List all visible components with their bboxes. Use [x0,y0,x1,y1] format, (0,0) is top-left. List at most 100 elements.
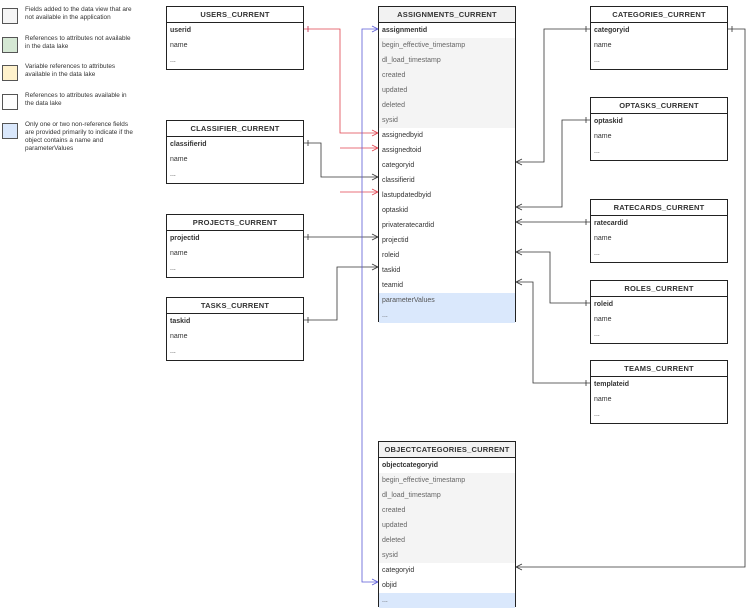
field-row: parameterValues [379,293,515,308]
entity-users[interactable]: USERS_CURRENT userid name ... [166,6,304,70]
legend-item-variable-refs: Variable references to attributes availa… [2,63,162,93]
field-row: ... [379,308,515,323]
legend-swatch-gray [2,8,18,24]
field-row: created [379,68,515,83]
field-row: userid [170,27,192,34]
entity-ratecards[interactable]: RATECARDS_CURRENT ratecardid name ... [590,199,728,263]
legend-swatch-blue [2,123,18,139]
field-row: projectid [170,235,200,242]
field-row: sysid [379,113,515,128]
field-row: deleted [379,98,515,113]
link-assignedby-users [304,28,378,134]
field-row: projectid [382,237,409,244]
field-row: taskid [170,318,191,325]
entity-title: TASKS_CURRENT [167,298,303,314]
field-row: ratecardid [594,220,628,227]
field-row: name [170,156,188,163]
entity-title: PROJECTS_CURRENT [167,215,303,231]
link-roles [516,251,590,304]
field-row: name [170,250,188,257]
field-row: name [594,396,612,403]
field-row: objectcategoryid [382,462,439,469]
entity-categories[interactable]: CATEGORIES_CURRENT categoryid name ... [590,6,728,70]
field-row: dl_load_timestamp [379,53,515,68]
link-classifier [304,142,378,178]
field-row: created [379,503,515,518]
entity-title: OPTASKS_CURRENT [591,98,727,114]
entity-title: ASSIGNMENTS_CURRENT [379,7,515,23]
field-row: deleted [379,533,515,548]
entity-projects[interactable]: PROJECTS_CURRENT projectid name ... [166,214,304,278]
field-row: roleid [594,301,614,308]
field-row: categoryid [594,27,630,34]
field-row: updated [379,83,515,98]
entity-classifier[interactable]: CLASSIFIER_CURRENT classifierid name ... [166,120,304,184]
legend-item-non-reference: Only one or two non-reference fields are… [2,121,162,161]
field-row: objid [382,582,397,589]
legend-item-lake-refs: References to attributes available in th… [2,92,162,122]
entity-objectcategories[interactable]: OBJECTCATEGORIES_CURRENT objectcategoryi… [378,441,516,608]
field-row: roleid [382,252,400,259]
entity-title: CLASSIFIER_CURRENT [167,121,303,137]
field-row: begin_effective_timestamp [379,473,515,488]
field-row: ... [170,348,176,355]
field-row: classifierid [382,177,415,184]
field-row: updated [379,518,515,533]
entity-roles[interactable]: ROLES_CURRENT roleid name ... [590,280,728,344]
field-row: ... [170,57,176,64]
entity-title: ROLES_CURRENT [591,281,727,297]
field-row: assignedtoid [382,147,422,154]
entity-teams[interactable]: TEAMS_CURRENT templateid name ... [590,360,728,424]
field-row: optaskid [382,207,409,214]
entity-title: OBJECTCATEGORIES_CURRENT [379,442,515,458]
link-teams [516,281,590,384]
field-row: categoryid [382,162,415,169]
entity-optasks[interactable]: OPTASKS_CURRENT optaskid name ... [590,97,728,161]
legend-text: Only one or two non-reference fields are… [25,121,133,152]
link-objid [361,28,378,583]
legend-text: Variable references to attributes availa… [25,63,116,78]
field-row: name [594,42,612,49]
field-row: ... [594,331,600,338]
field-row: privateratecardid [382,222,435,229]
link-categories [516,28,590,163]
field-row: name [170,42,188,49]
field-row: assignedbyid [382,132,423,139]
legend-swatch-green [2,37,18,53]
legend-item-app-fields: Fields added to the data view that are n… [2,6,162,36]
field-row: teamid [382,282,404,289]
field-row: assignmentid [382,27,428,34]
field-row: ... [594,148,600,155]
field-row: ... [170,171,176,178]
link-optasks [516,119,590,208]
field-row: templateid [594,381,630,388]
field-row: ... [170,265,176,272]
legend-swatch-yellow [2,65,18,81]
field-row: ... [594,411,600,418]
field-row: ... [594,250,600,257]
entity-title: USERS_CURRENT [167,7,303,23]
field-row: begin_effective_timestamp [379,38,515,53]
entity-title: RATECARDS_CURRENT [591,200,727,216]
field-row: categoryid [382,567,415,574]
entity-tasks[interactable]: TASKS_CURRENT taskid name ... [166,297,304,361]
link-tasks [304,266,378,321]
field-row: name [594,316,612,323]
legend-item-not-in-lake: References to attributes not available i… [2,35,162,65]
legend-text: References to attributes available in th… [25,92,127,107]
entity-title: TEAMS_CURRENT [591,361,727,377]
field-row: ... [379,593,515,608]
field-row: optaskid [594,118,623,125]
entity-title: CATEGORIES_CURRENT [591,7,727,23]
field-row: name [170,333,188,340]
field-row: sysid [379,548,515,563]
field-row: taskid [382,267,401,274]
legend-text: References to attributes not available i… [25,35,131,50]
field-row: ... [594,57,600,64]
legend-text: Fields added to the data view that are n… [25,6,132,21]
field-row: name [594,133,612,140]
field-row: name [594,235,612,242]
entity-assignments[interactable]: ASSIGNMENTS_CURRENT assignmentid begin_e… [378,6,516,323]
field-row: dl_load_timestamp [379,488,515,503]
field-row: lastupdatedbyid [382,192,432,199]
